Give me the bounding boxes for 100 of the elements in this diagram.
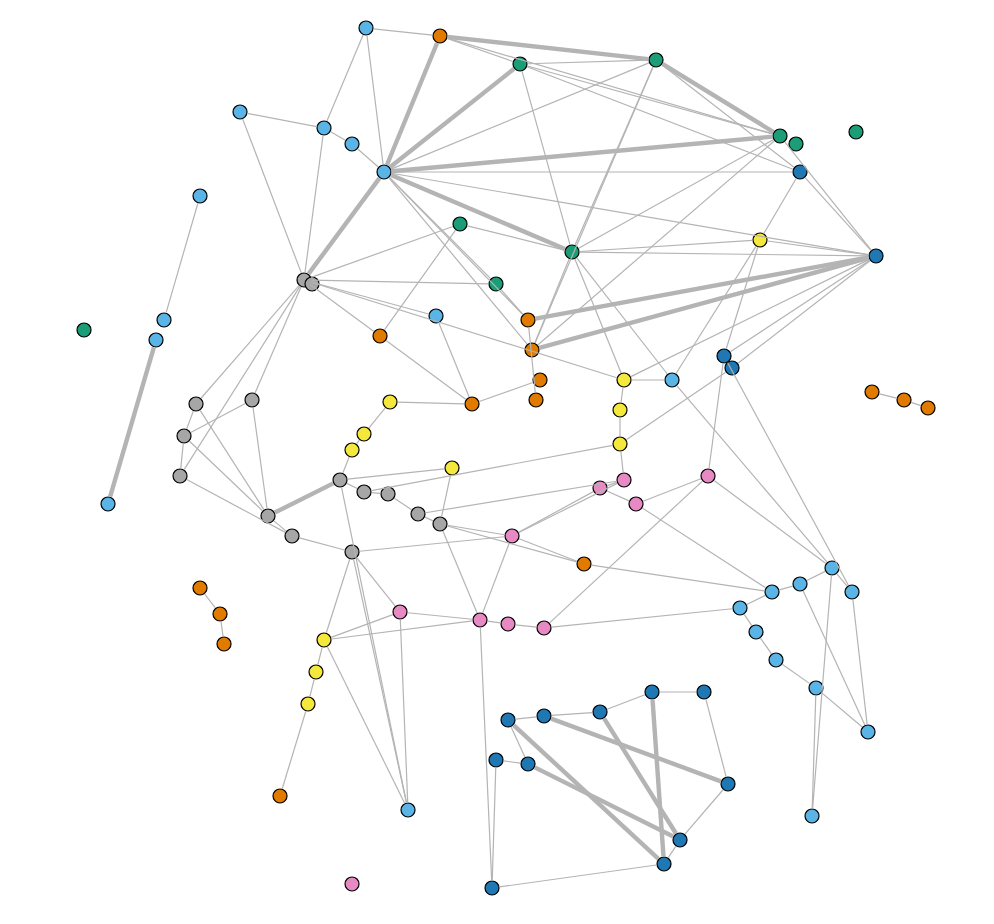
network-edge — [661, 62, 775, 134]
network-node — [172, 468, 188, 484]
network-node — [100, 496, 116, 512]
network-node — [316, 632, 332, 648]
network-node — [532, 372, 548, 388]
network-node — [380, 486, 396, 502]
network-edge — [534, 258, 570, 344]
network-node — [696, 684, 712, 700]
network-edge — [186, 410, 194, 430]
network-node — [664, 372, 680, 388]
network-edge — [273, 481, 335, 515]
network-edge — [606, 490, 630, 502]
network-edge — [368, 407, 386, 429]
network-edge — [650, 699, 666, 857]
network-edge — [446, 524, 506, 536]
network-edge — [551, 711, 594, 717]
network-node — [344, 136, 360, 152]
network-edge — [310, 225, 454, 279]
network-edge — [357, 148, 379, 168]
network-edge — [385, 339, 467, 401]
network-edge — [500, 289, 524, 315]
network-node — [768, 652, 784, 668]
network-edge — [642, 478, 702, 502]
network-edge — [188, 440, 264, 512]
network-edge — [346, 482, 358, 490]
network-node — [304, 276, 320, 292]
network-node — [612, 402, 628, 418]
network-edge — [806, 570, 826, 582]
network-edge — [330, 131, 346, 141]
network-node — [376, 164, 392, 180]
network-node — [76, 322, 92, 338]
network-node — [332, 472, 348, 488]
network-edge — [763, 177, 797, 235]
network-node — [536, 620, 552, 636]
network-node — [428, 308, 444, 324]
network-node — [488, 752, 504, 768]
network-edge — [659, 691, 697, 693]
network-edge — [852, 598, 868, 726]
network-edge — [447, 34, 649, 62]
network-edge — [821, 692, 863, 728]
network-node — [410, 506, 426, 522]
network-node — [392, 604, 408, 620]
network-node — [528, 392, 544, 408]
network-edge — [310, 281, 430, 315]
network-node — [524, 342, 540, 358]
network-edge — [549, 480, 704, 624]
network-node — [864, 384, 880, 400]
network-edge — [836, 573, 848, 587]
network-node — [700, 468, 716, 484]
network-edge — [667, 845, 677, 859]
network-node — [488, 276, 504, 292]
network-node — [372, 328, 388, 344]
network-node — [382, 394, 398, 410]
network-edge — [812, 574, 832, 809]
network-edge — [388, 177, 528, 345]
network-edge — [574, 258, 622, 374]
network-edge — [802, 590, 866, 726]
network-edge — [486, 620, 502, 624]
network-edge — [606, 481, 618, 487]
network-edge — [180, 442, 184, 470]
network-edge — [356, 557, 396, 607]
network-edge — [190, 402, 246, 434]
network-edge — [729, 259, 871, 353]
network-edge — [326, 34, 364, 122]
network-node — [192, 580, 208, 596]
network-edge — [393, 497, 413, 511]
network-edge — [759, 637, 773, 655]
network-node — [592, 704, 608, 720]
network-node — [732, 600, 748, 616]
network-edge — [424, 480, 618, 514]
network-node — [844, 584, 860, 600]
network-edge — [641, 507, 767, 589]
network-node — [576, 556, 592, 572]
network-edge — [108, 346, 156, 498]
network-node — [848, 124, 864, 140]
network-node — [344, 876, 360, 892]
network-node — [400, 802, 416, 818]
network-node — [616, 372, 632, 388]
network-edge — [625, 371, 727, 441]
network-node — [772, 128, 788, 144]
network-node — [724, 360, 740, 376]
network-edge — [590, 564, 766, 592]
network-node — [432, 28, 448, 44]
network-edge — [502, 760, 522, 764]
network-edge — [442, 530, 478, 614]
network-edge — [317, 646, 323, 666]
network-edge — [309, 283, 375, 333]
network-edge — [438, 322, 470, 398]
network-node — [868, 248, 884, 264]
network-edge — [538, 255, 870, 351]
network-edge — [661, 64, 795, 168]
network-node — [788, 136, 804, 152]
network-edge — [630, 258, 870, 378]
network-edge — [746, 594, 766, 606]
network-edge — [383, 229, 457, 331]
network-node — [808, 680, 824, 696]
network-node — [616, 472, 632, 488]
network-edge — [309, 678, 315, 698]
network-edge — [446, 37, 774, 135]
network-node — [432, 516, 448, 532]
